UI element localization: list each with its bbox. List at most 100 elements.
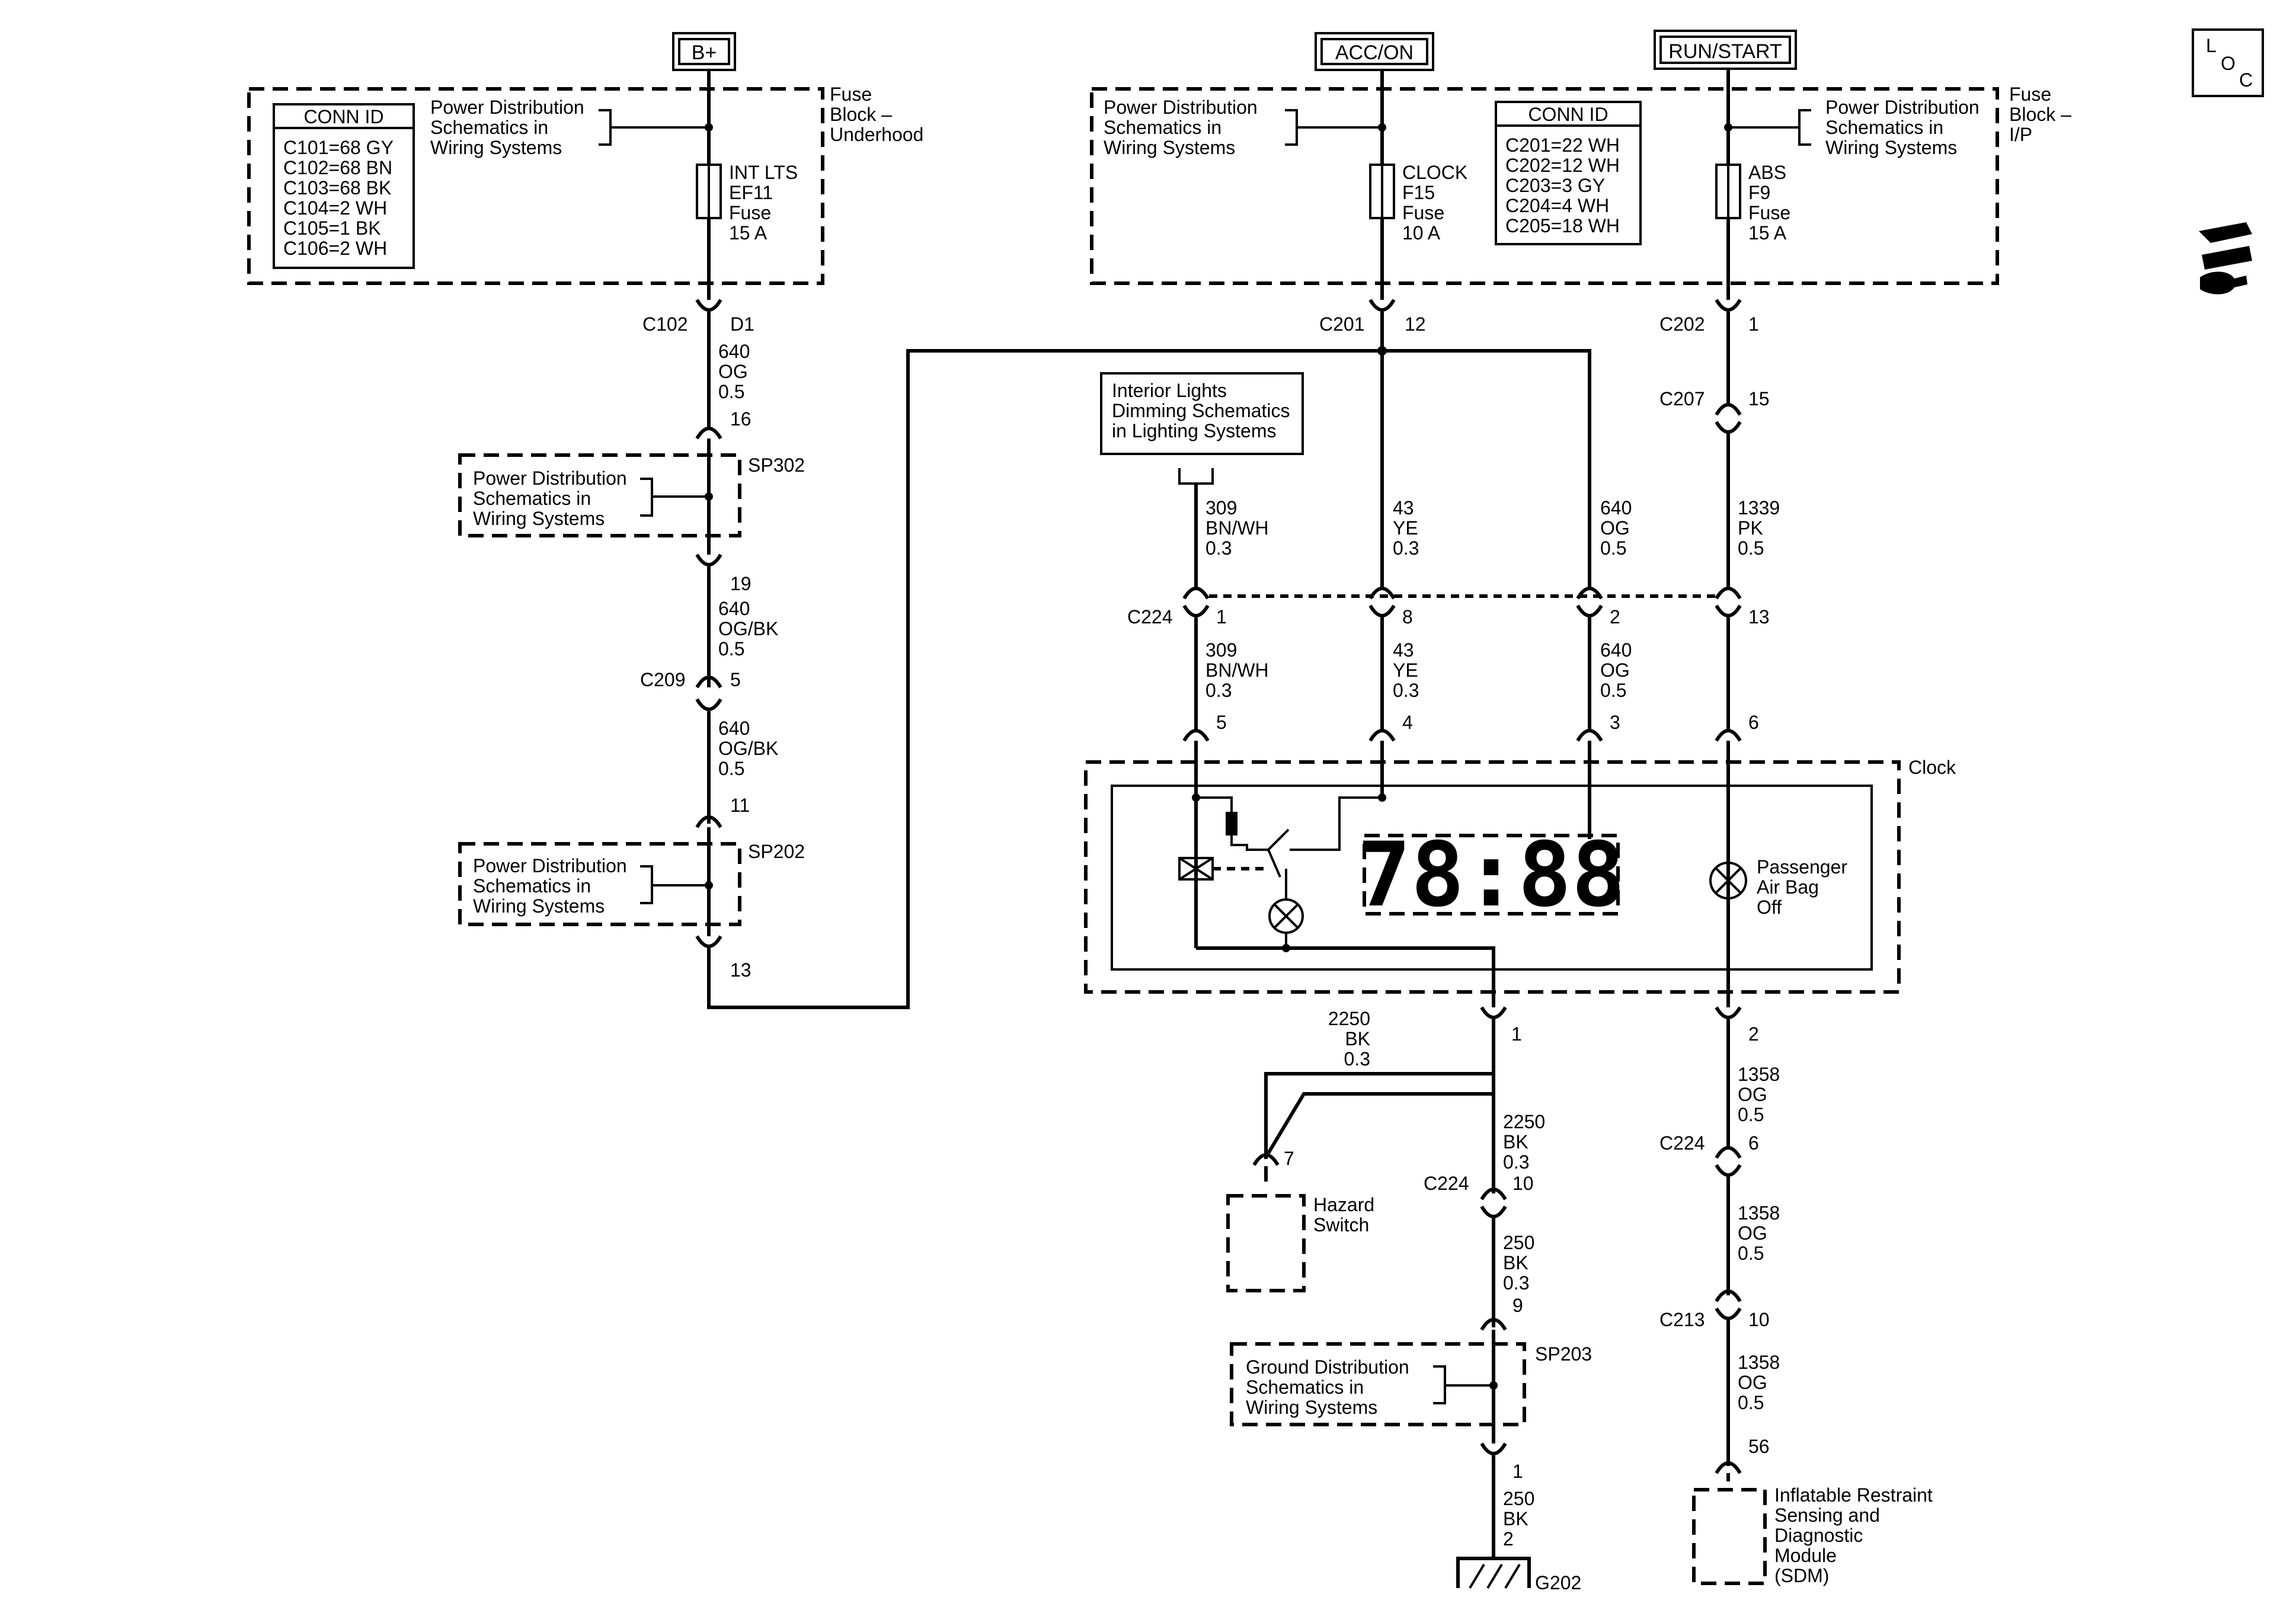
diagram-label: Schematics in	[1246, 1377, 1364, 1398]
diagram-label: 2	[1748, 1023, 1759, 1045]
diagram-label: 309	[1205, 497, 1237, 518]
bplus-label: B+	[692, 41, 717, 64]
diagram-label: OG/BK	[718, 618, 778, 639]
diagram-label: Wiring Systems	[473, 895, 605, 917]
diagram-label: BN/WH	[1205, 660, 1269, 681]
diagram-label: Wiring Systems	[1825, 137, 1957, 158]
diagram-label: 7	[1284, 1148, 1294, 1169]
diagram-label: BK	[1345, 1028, 1370, 1049]
center-circuit: C201 12 Interior Lights Dimming Schemati…	[1084, 299, 1956, 1593]
diagram-label: BN/WH	[1205, 517, 1269, 539]
diagram-label: 0.3	[1205, 680, 1232, 701]
diagram-label: O	[2221, 53, 2236, 74]
diagram-label: 15 A	[1748, 222, 1787, 244]
clock-label: Clock	[1908, 757, 1956, 778]
diagram-label: C209	[640, 669, 686, 690]
diagram-label: C201	[1319, 313, 1365, 335]
diagram-label: BK	[1503, 1252, 1528, 1273]
diagram-label: OG	[1738, 1372, 1767, 1393]
diagram-label: 3	[1610, 712, 1620, 733]
diagram-label: C207	[1659, 388, 1705, 409]
diagram-label: C101=68 GY	[283, 137, 394, 158]
diagram-label: F15	[1402, 182, 1435, 203]
diagram-label: CONN ID	[1528, 104, 1608, 125]
diagram-label: Off	[1757, 897, 1782, 918]
diagram-label: Block –	[830, 104, 892, 125]
diagram-label: C	[2239, 69, 2253, 91]
fuse-block-ip: Fuse Block – I/P Power Distribution Sche…	[1090, 69, 2071, 300]
diagram-label: 0.5	[718, 758, 744, 779]
diagram-label: C202	[1659, 313, 1705, 335]
diagram-label: 10 A	[1402, 222, 1441, 244]
diagram-label: Diagnostic	[1774, 1525, 1863, 1546]
diagram-label: Schematics in	[1825, 117, 1943, 138]
diagram-label: OG	[1600, 660, 1630, 681]
acc-on-source: ACC/ON	[1315, 32, 1434, 71]
diagram-label: 0.3	[1393, 537, 1419, 559]
diagram-label: Wiring Systems	[430, 137, 562, 158]
diagram-label: 16	[730, 408, 752, 430]
diagram-label: 9	[1512, 1295, 1523, 1316]
diagram-label: Inflatable Restraint	[1774, 1484, 1933, 1506]
diagram-label: OG/BK	[718, 738, 778, 759]
diagram-label: Air Bag	[1757, 876, 1819, 898]
diagram-label: C201=22 WH	[1505, 135, 1620, 156]
diagram-label: 43	[1393, 639, 1414, 661]
diagram-label: 19	[730, 573, 752, 594]
diagram-label: 8	[1402, 606, 1413, 628]
diagram-label: I/P	[2009, 124, 2032, 145]
diagram-label: 5	[730, 669, 741, 690]
diagram-label: 6	[1748, 1132, 1759, 1154]
run-start-label: RUN/START	[1668, 40, 1782, 63]
diagram-label: Power Distribution	[430, 97, 584, 118]
diagram-label: Power Distribution	[1825, 97, 1980, 118]
diagram-label: Wiring Systems	[1104, 137, 1235, 158]
diagram-label: 43	[1393, 497, 1414, 518]
diagram-label: YE	[1393, 517, 1418, 539]
diagram-label: 10	[1512, 1173, 1534, 1194]
diagram-label: Wiring Systems	[1246, 1397, 1377, 1418]
diagram-label: BK	[1503, 1131, 1528, 1153]
diagram-label: Module	[1774, 1545, 1837, 1566]
diagram-label: 1	[1216, 606, 1227, 628]
diagram-label: Wiring Systems	[473, 508, 605, 529]
diagram-label: Fuse	[729, 202, 771, 223]
wrench-icon[interactable]	[2199, 222, 2252, 295]
loc-icon[interactable]: L O C	[2192, 28, 2264, 97]
diagram-label: 1	[1512, 1461, 1523, 1482]
diagram-label: 250	[1503, 1232, 1534, 1253]
diagram-label: YE	[1393, 660, 1418, 681]
diagram-label: L	[2206, 35, 2217, 56]
diagram-label: 0.3	[1344, 1048, 1370, 1070]
diagram-label: Passenger	[1757, 856, 1847, 878]
diagram-label: C103=68 BK	[283, 177, 391, 199]
diagram-label: 0.3	[1393, 680, 1419, 701]
diagram-label: SP302	[748, 454, 805, 476]
bplus-source: B+	[672, 32, 736, 71]
diagram-label: OG	[1738, 1222, 1767, 1244]
diagram-label: 2250	[1503, 1111, 1545, 1132]
diagram-label: C213	[1659, 1309, 1705, 1330]
diagram-label: Schematics in	[473, 488, 591, 509]
acc-on-label: ACC/ON	[1335, 41, 1414, 64]
diagram-label: Interior Lights	[1112, 380, 1227, 401]
diagram-label: 1	[1511, 1023, 1522, 1045]
diagram-label: Schematics in	[1104, 117, 1221, 138]
diagram-label: Schematics in	[430, 117, 548, 138]
diagram-label: C102	[642, 313, 688, 335]
diagram-label: 4	[1402, 712, 1413, 733]
diagram-label: C106=2 WH	[283, 238, 387, 259]
diagram-label: C203=3 GY	[1505, 175, 1605, 196]
diagram-label: C224	[1424, 1173, 1469, 1194]
diagram-label: 1358	[1738, 1202, 1780, 1224]
diagram-label: C105=1 BK	[283, 217, 381, 239]
diagram-label: (SDM)	[1774, 1565, 1829, 1586]
diagram-label: C224	[1659, 1132, 1705, 1154]
diagram-label: 11	[730, 795, 750, 816]
diagram-label: Fuse	[1748, 202, 1790, 223]
diagram-label: 640	[718, 598, 750, 619]
diagram-label: 5	[1216, 712, 1227, 733]
diagram-label: PK	[1738, 517, 1763, 539]
diagram-label: G202	[1535, 1572, 1581, 1593]
